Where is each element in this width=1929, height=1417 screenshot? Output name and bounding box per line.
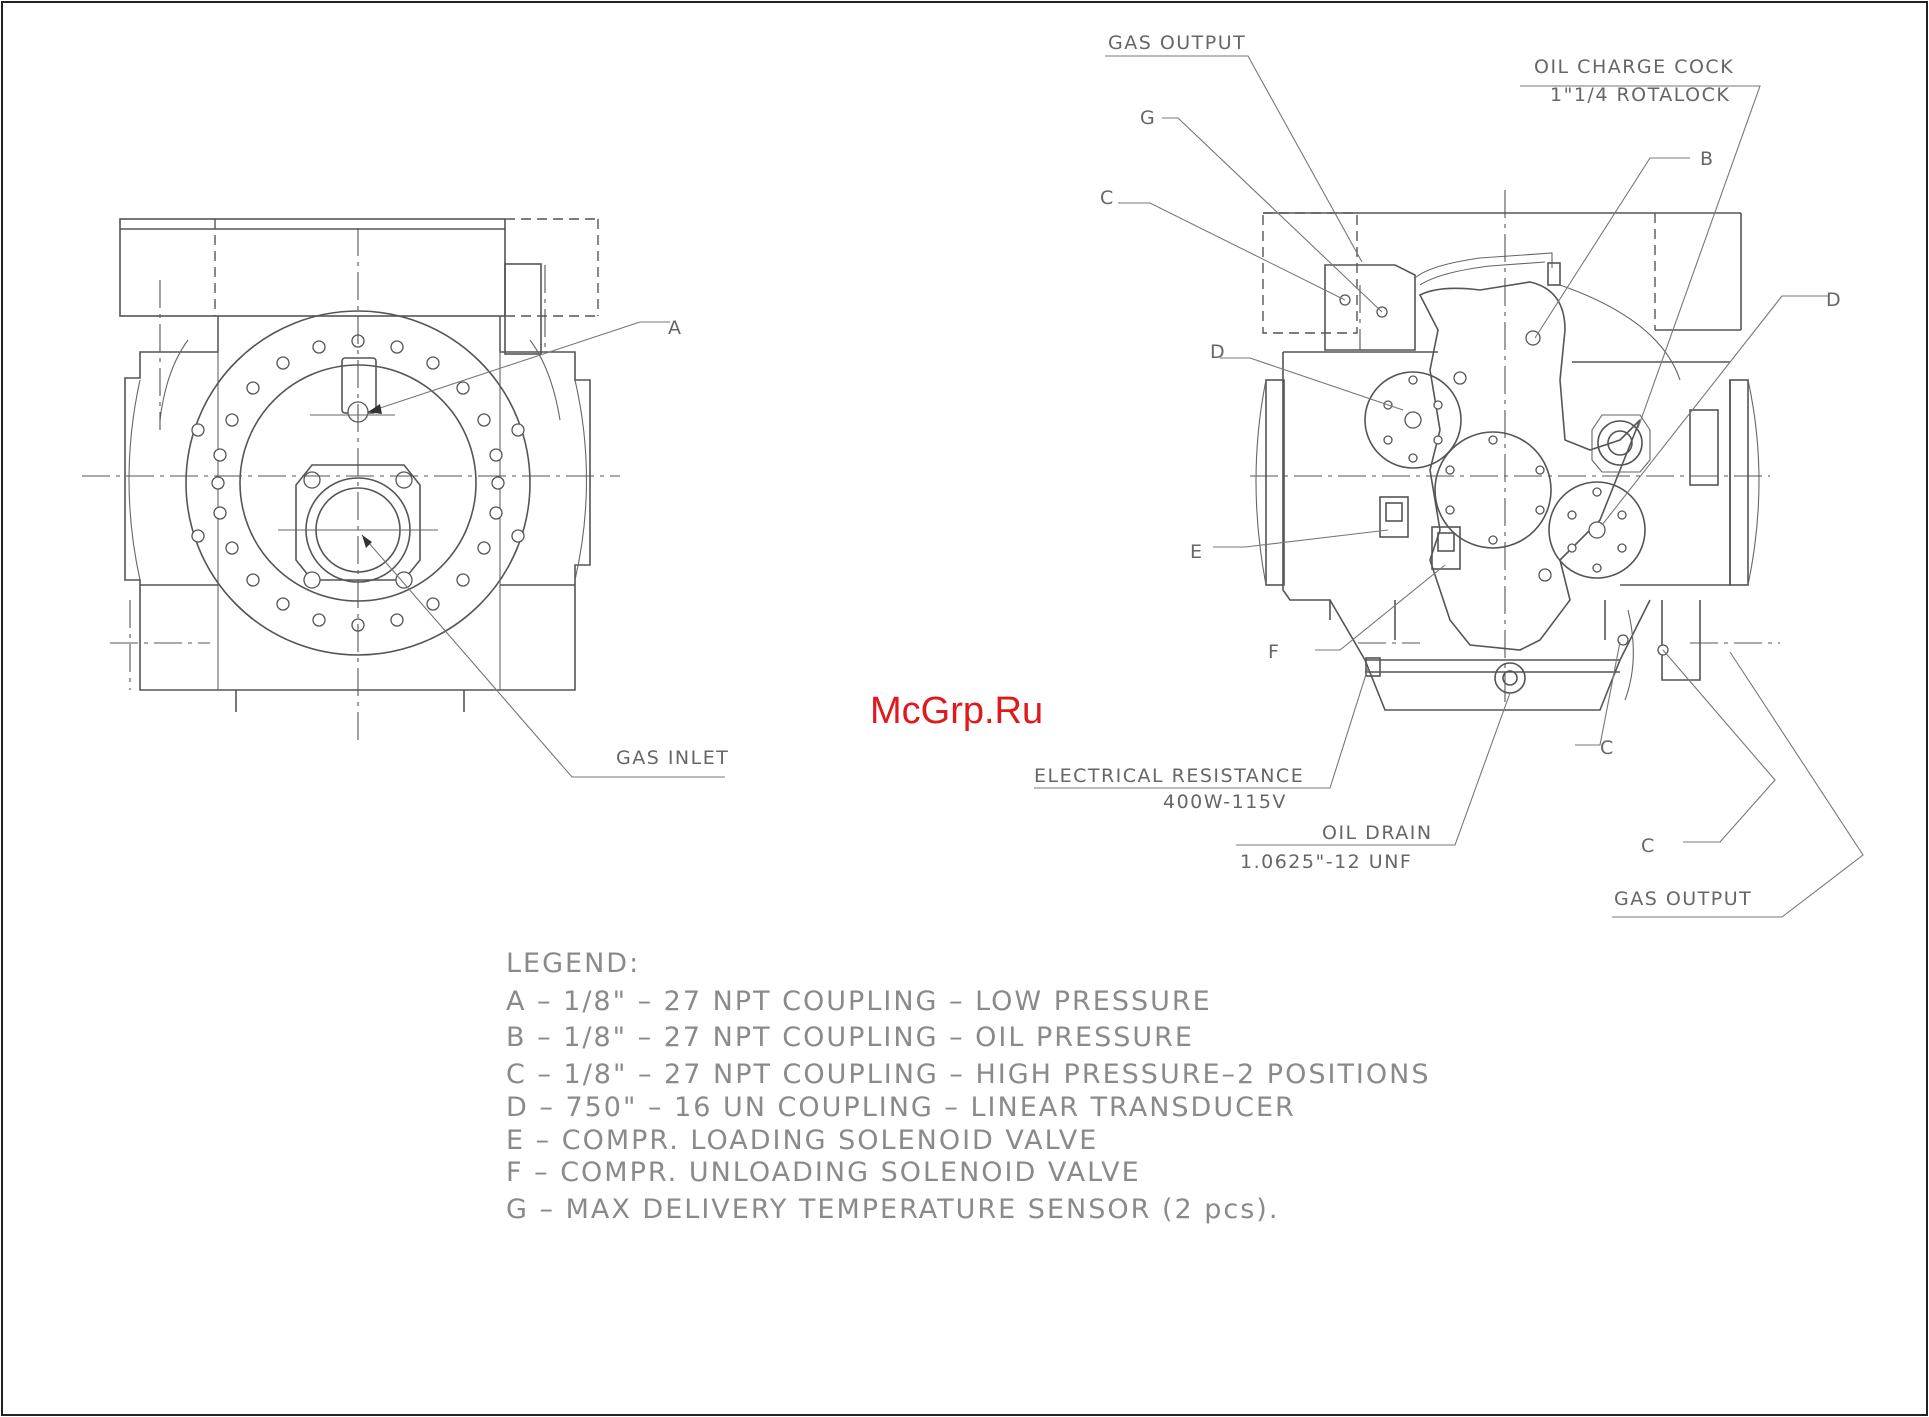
left-view-leaders (361, 321, 725, 778)
label-electrical-resistance: ELECTRICAL RESISTANCE (1034, 765, 1304, 787)
label-c-bottom-right: C (1641, 835, 1656, 857)
watermark-text: McGrp.Ru (870, 690, 1043, 732)
right-view-labels: GAS OUTPUT OIL CHARGE COCK 1"1/4 ROTALOC… (1034, 32, 1842, 910)
legend-item-a: A – 1/8" – 27 NPT COUPLING – LOW PRESSUR… (506, 986, 1212, 1017)
legend-item-e: E – COMPR. LOADING SOLENOID VALVE (506, 1125, 1098, 1156)
legend-item-g: G – MAX DELIVERY TEMPERATURE SENSOR (2 p… (506, 1194, 1279, 1225)
label-d-left: D (1210, 341, 1226, 363)
right-view-drawing (1250, 190, 1780, 711)
left-view-drawing (82, 218, 620, 740)
legend-item-c: C – 1/8" – 27 NPT COUPLING – HIGH PRESSU… (506, 1059, 1430, 1090)
solenoid-e (1379, 496, 1409, 538)
port-d-left (1364, 371, 1462, 469)
label-g: G (1140, 107, 1156, 129)
label-d-right: D (1826, 289, 1842, 311)
legend-title: LEGEND: (506, 948, 640, 979)
label-b: B (1700, 148, 1715, 170)
legend-item-d: D – 750" – 16 UN COUPLING – LINEAR TRANS… (506, 1092, 1296, 1123)
solenoid-f (1431, 526, 1461, 570)
label-a: A (668, 317, 683, 339)
label-gas-inlet: GAS INLET (616, 747, 729, 769)
label-oil-charge-cock: OIL CHARGE COCK (1534, 56, 1734, 78)
label-oil-drain-spec: 1.0625"-12 UNF (1240, 851, 1412, 873)
label-c-top: C (1100, 187, 1115, 209)
oil-drain-plug (1494, 662, 1526, 694)
label-electrical-resistance-spec: 400W-115V (1163, 791, 1287, 813)
legend: LEGEND: A – 1/8" – 27 NPT COUPLING – LOW… (506, 948, 1430, 1225)
label-oil-charge-cock-spec: 1"1/4 ROTALOCK (1550, 84, 1730, 106)
label-gas-output-top: GAS OUTPUT (1108, 32, 1246, 54)
label-gas-output-bottom: GAS OUTPUT (1614, 888, 1752, 910)
label-f: F (1268, 641, 1280, 663)
label-e: E (1190, 541, 1204, 563)
legend-item-b: B – 1/8" – 27 NPT COUPLING – OIL PRESSUR… (506, 1022, 1194, 1053)
legend-item-f: F – COMPR. UNLOADING SOLENOID VALVE (506, 1157, 1141, 1188)
port-d-right (1548, 481, 1646, 579)
flange-bolt-holes (191, 334, 525, 632)
label-c-bottom-mid: C (1600, 737, 1615, 759)
right-view-leaders (1034, 55, 1864, 918)
label-oil-drain: OIL DRAIN (1322, 822, 1433, 844)
